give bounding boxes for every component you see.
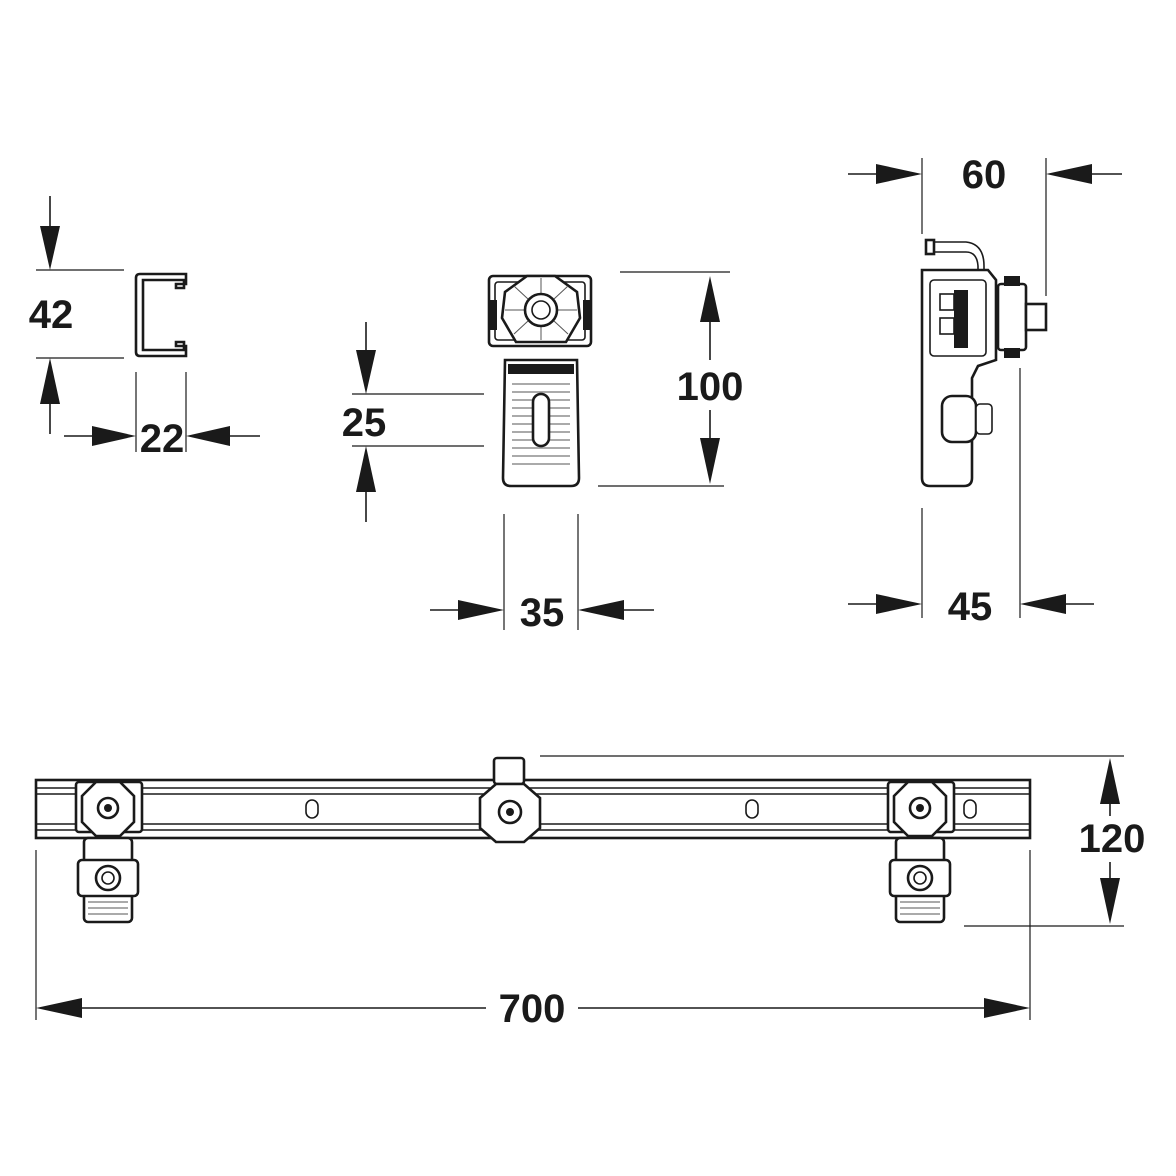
- dim-profile-width: 22: [140, 417, 185, 461]
- rail-clamp-left: [74, 780, 144, 924]
- dim-rail-length: 700: [499, 987, 566, 1031]
- dim-side-bottom-width: 45: [948, 585, 993, 629]
- dim-rail-height: 120: [1079, 817, 1146, 861]
- dim-profile-height: 42: [29, 293, 74, 337]
- dim-clamp-width: 35: [520, 591, 565, 635]
- clamp-front-view: [352, 271, 730, 630]
- rail-clamp-right: [886, 780, 956, 924]
- dim-side-top-width: 60: [962, 153, 1007, 197]
- dim-clamp-slot: 25: [342, 401, 387, 445]
- dim-clamp-height: 100: [677, 365, 744, 409]
- rail-clamp-center: [478, 756, 542, 844]
- clamp-side-view: [848, 158, 1122, 618]
- rail-assembly-view: [34, 755, 1124, 1020]
- c-profile-view: [36, 196, 260, 452]
